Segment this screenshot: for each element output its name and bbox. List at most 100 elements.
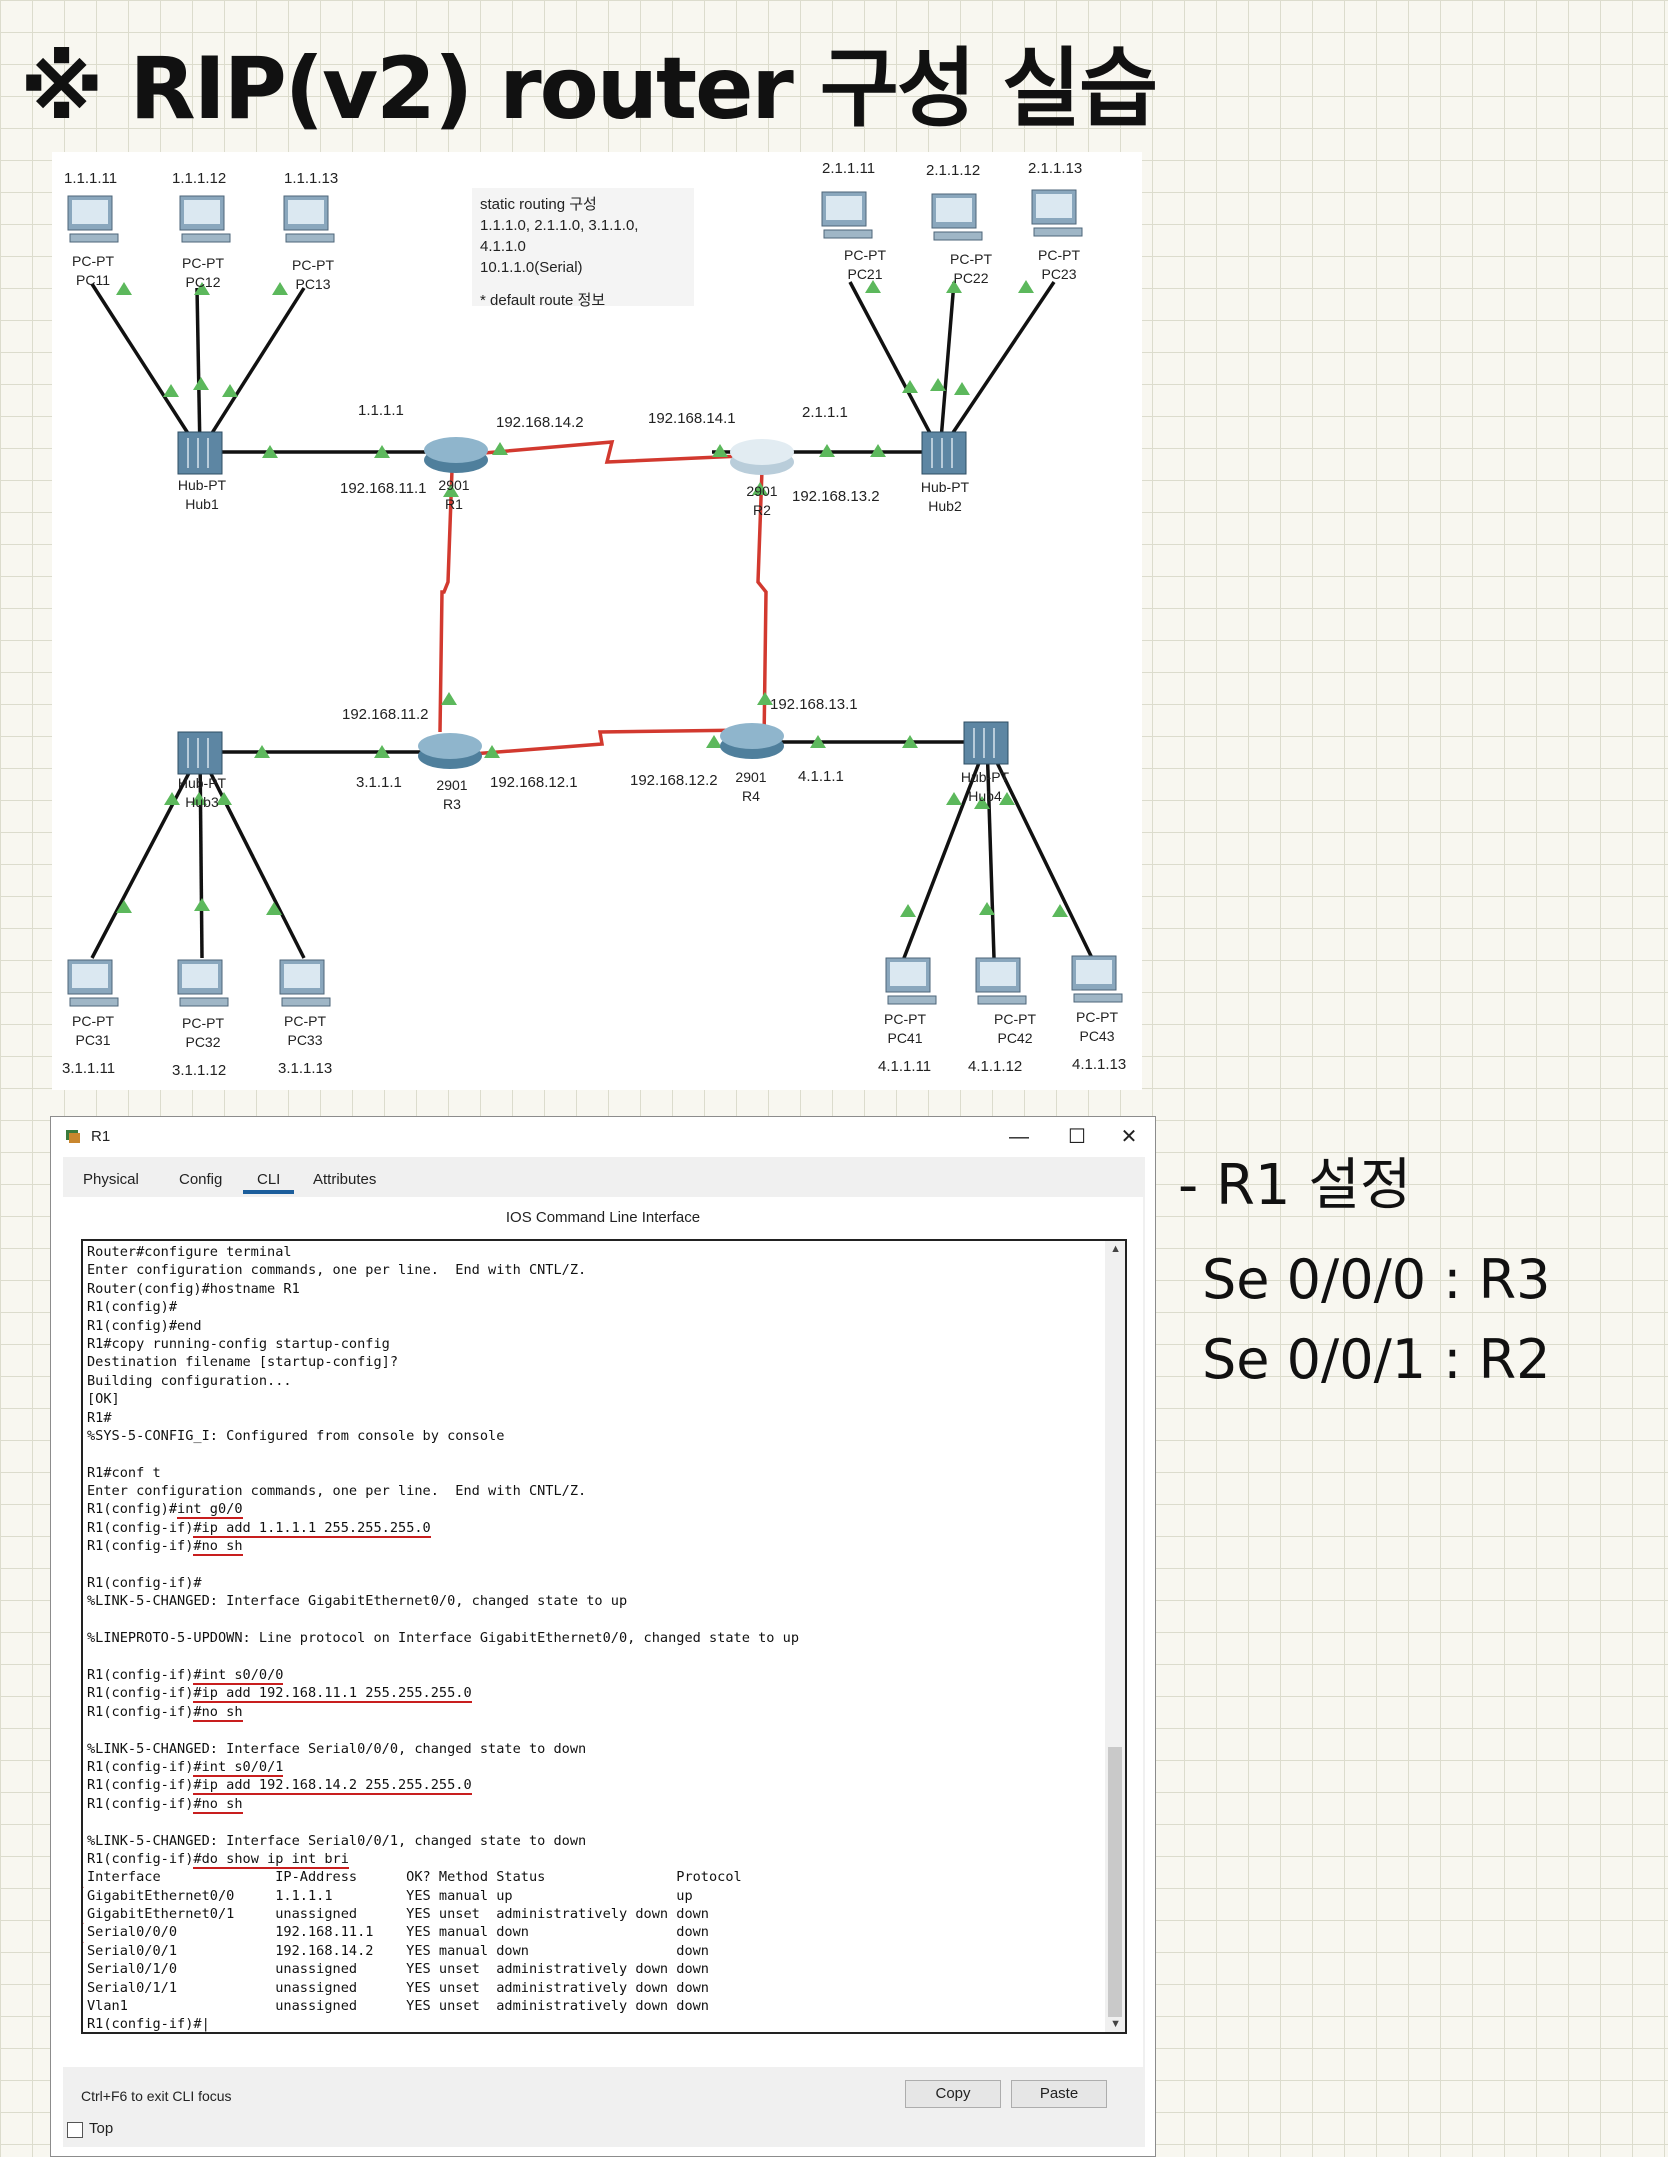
pc-model: PC-PT (884, 1011, 926, 1027)
interface-address: 3.1.1.1 (356, 774, 402, 791)
hub-icon[interactable] (177, 431, 223, 475)
pc-name: PC31 (75, 1032, 111, 1048)
hub-icon[interactable] (963, 721, 1009, 765)
pc-icon[interactable] (1031, 189, 1083, 237)
hub-model: Hub-PT (920, 479, 970, 495)
interface-address: 192.168.11.2 (342, 706, 429, 723)
console-line: R1(config)#int g0/0 (87, 1500, 1087, 1520)
window-titlebar[interactable]: R1 — ☐ ✕ (51, 1117, 1155, 1157)
console-line: R1# (87, 1409, 1087, 1427)
console-line: R1#copy running-config startup-config (87, 1335, 1087, 1353)
cli-panel: IOS Command Line Interface Router#config… (63, 1197, 1143, 2067)
pc-icon[interactable] (931, 193, 983, 241)
console-text: %LINEPROTO-5-UPDOWN: Line protocol on In… (87, 1630, 800, 1647)
hub-model: Hub-PT (177, 477, 227, 493)
pc-label[interactable]: PC-PT PC22 (936, 250, 1006, 288)
copy-button[interactable]: Copy (905, 2080, 1001, 2108)
pc-name: PC22 (953, 270, 989, 286)
console-text: Building configuration... (87, 1372, 292, 1389)
cli-focus-hint: Ctrl+F6 to exit CLI focus (81, 2088, 232, 2104)
console-line (87, 1721, 1087, 1739)
pc-icon[interactable] (279, 959, 331, 1007)
pc-name: PC23 (1041, 266, 1077, 282)
top-checkbox[interactable] (67, 2122, 83, 2138)
cli-heading: IOS Command Line Interface (505, 1209, 701, 1226)
pc-ip-label: 2.1.1.13 (1028, 160, 1083, 177)
console-text: Destination filename [startup-config]? (87, 1354, 398, 1371)
router-name: R2 (753, 502, 771, 518)
pc-icon[interactable] (179, 195, 231, 243)
red-check-mark-icon: ✓ (83, 1882, 86, 1901)
console-line: R1(config)#end (87, 1317, 1087, 1335)
pc-ip-label: 2.1.1.11 (822, 160, 876, 177)
underlined-command: #ip add 192.168.14.2 255.255.255.0 (193, 1777, 472, 1796)
console-line: %LINEPROTO-5-UPDOWN: Line protocol on In… (87, 1629, 1087, 1647)
pc-icon[interactable] (975, 957, 1027, 1005)
pc-icon[interactable] (885, 957, 937, 1005)
close-button[interactable]: ✕ (1120, 1126, 1138, 1148)
pc-name: PC21 (847, 266, 883, 282)
scroll-down-arrow-icon[interactable]: ▼ (1110, 2018, 1121, 2030)
pc-name: PC42 (997, 1030, 1033, 1046)
console-line: %LINK-5-CHANGED: Interface Serial0/0/1, … (87, 1832, 1087, 1850)
tab-bar: Physical Config CLI Attributes (63, 1157, 1145, 1197)
network-topology-diagram: static routing 구성 1.1.1.0, 2.1.1.0, 3.1.… (52, 152, 1142, 1090)
console-text: Enter configuration commands, one per li… (87, 1262, 587, 1279)
console-line: ✓Serial0/0/1 192.168.14.2 YES manual dow… (83, 1937, 1087, 1960)
interface-address: 192.168.12.2 (630, 772, 718, 789)
hub-icon[interactable] (177, 731, 223, 775)
console-text: Serial0/0/1 192.168.14.2 YES manual down… (87, 1942, 709, 1959)
scrollbar-thumb[interactable] (1108, 1747, 1122, 2017)
tab-config[interactable]: Config (179, 1171, 223, 1188)
underlined-command: int g0/0 (177, 1501, 243, 1520)
console-line: Building configuration... (87, 1372, 1087, 1390)
maximize-button[interactable]: ☐ (1068, 1126, 1086, 1148)
pc-model: PC-PT (950, 251, 992, 267)
pc-icon[interactable] (1071, 955, 1123, 1003)
handwritten-note-line: Se 0/0/1 : R2 (1202, 1328, 1551, 1391)
hub-icon[interactable] (921, 431, 967, 475)
paste-button[interactable]: Paste (1011, 2080, 1107, 2108)
console-line: ✓Serial0/0/0 192.168.11.1 YES manual dow… (83, 1919, 1087, 1941)
scroll-up-arrow-icon[interactable]: ▲ (1110, 1243, 1121, 1255)
pc-icon[interactable] (821, 191, 873, 239)
console-text: R1(config)#end (87, 1317, 202, 1334)
pc-model: PC-PT (1076, 1009, 1118, 1025)
pc-icon[interactable] (67, 959, 119, 1007)
console-line (87, 1445, 1087, 1463)
tab-attributes[interactable]: Attributes (313, 1171, 377, 1188)
console-line: Router#configure terminal (87, 1243, 1087, 1261)
tab-physical[interactable]: Physical (83, 1171, 139, 1188)
pc-icon[interactable] (67, 195, 119, 243)
pc-icon[interactable] (283, 195, 335, 243)
packet-tracer-icon (66, 1130, 80, 1143)
console-scrollbar[interactable]: ▲ ▼ (1105, 1241, 1125, 2032)
page-title: ※ RIP(v2) router 구성 실습 (20, 39, 1158, 139)
console-line: Serial0/1/1 unassigned YES unset adminis… (87, 1979, 1087, 1997)
note-line: 10.1.1.0(Serial) (480, 259, 583, 276)
minimize-button[interactable]: — (1009, 1126, 1029, 1148)
pc-icon[interactable] (177, 959, 229, 1007)
tab-cli[interactable]: CLI (243, 1171, 295, 1194)
